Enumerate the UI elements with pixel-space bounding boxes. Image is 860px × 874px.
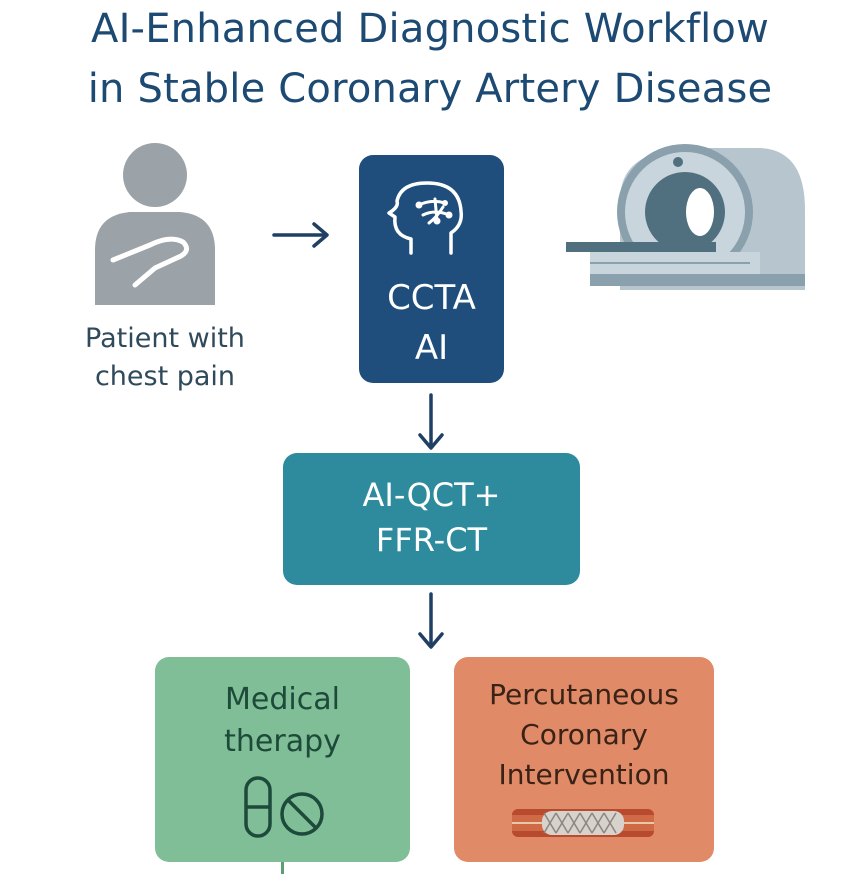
ccta-line-2: AI — [414, 328, 449, 368]
ccta-ai-box: CCTA AI — [359, 155, 504, 383]
ccta-text: CCTA AI — [359, 273, 504, 373]
medical-therapy-box: Medical therapy — [155, 657, 410, 862]
pci-text: Percutaneous Coronary Intervention — [454, 675, 714, 795]
qct-text: AI-QCT+ FFR-CT — [283, 473, 580, 563]
arrow-down-icon — [418, 592, 444, 649]
arrow-down-icon — [418, 393, 444, 450]
pci-line-1: Percutaneous — [489, 678, 679, 711]
patient-label-line-2: chest pain — [94, 361, 236, 392]
ct-scanner-icon — [566, 144, 805, 290]
patient-label: Patient with chest pain — [50, 320, 280, 396]
pill-icon — [244, 776, 324, 838]
pci-line-3: Intervention — [498, 758, 670, 791]
medical-text: Medical therapy — [155, 679, 410, 763]
ccta-line-1: CCTA — [387, 278, 476, 318]
qct-line-2: FFR-CT — [375, 521, 488, 559]
title-line-1: AI-Enhanced Diagnostic Workflow — [91, 6, 769, 52]
title-line-2: in Stable Coronary Artery Disease — [87, 66, 773, 112]
ai-head-icon — [387, 181, 464, 255]
connector-stub — [281, 862, 284, 874]
medical-line-1: Medical — [225, 682, 340, 717]
pci-line-2: Coronary — [520, 718, 648, 751]
medical-line-2: therapy — [224, 724, 341, 759]
pci-box: Percutaneous Coronary Intervention — [454, 657, 714, 862]
patient-chest-pain-icon — [95, 143, 215, 305]
stent-icon — [512, 809, 654, 837]
arrow-right-icon — [272, 222, 329, 248]
patient-label-line-1: Patient with — [85, 323, 245, 354]
qct-line-1: AI-QCT+ — [362, 476, 501, 514]
ai-qct-ffr-box: AI-QCT+ FFR-CT — [283, 453, 580, 585]
